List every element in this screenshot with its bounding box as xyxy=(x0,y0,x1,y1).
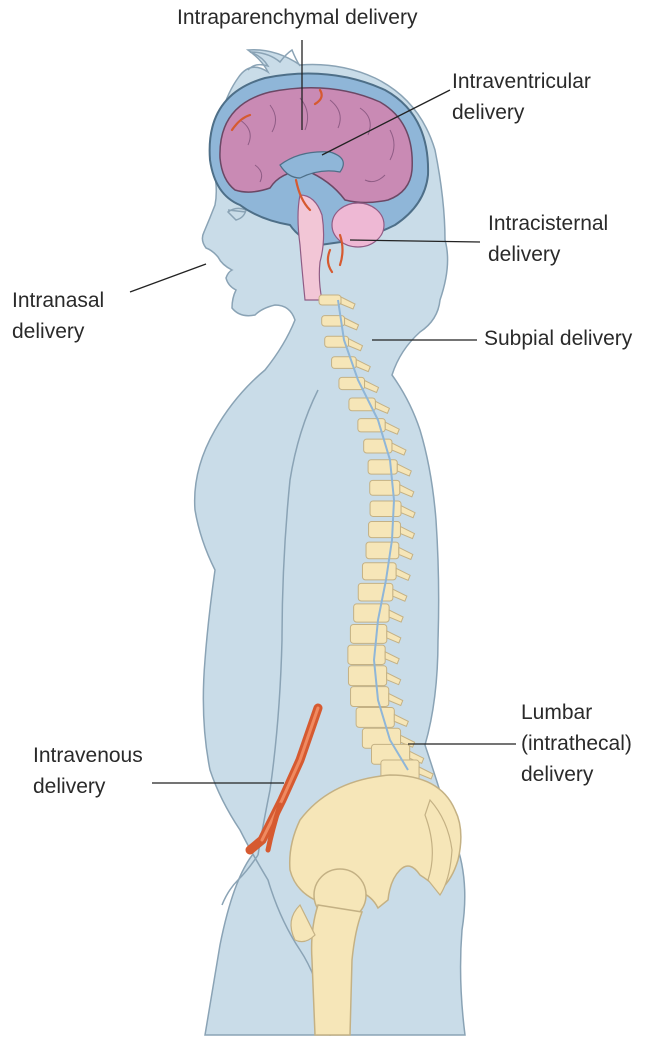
spinous-process xyxy=(386,630,402,644)
vertebra xyxy=(353,603,390,623)
hand-outline xyxy=(221,854,259,906)
label-intravenous: Intravenous delivery xyxy=(33,740,143,802)
label-lumbar-line2: (intrathecal) xyxy=(521,732,632,755)
arm-outline xyxy=(257,389,319,856)
head-anatomy xyxy=(208,72,430,301)
vertebra xyxy=(369,500,402,517)
vertebra xyxy=(357,582,394,602)
femur xyxy=(310,904,364,1036)
spinous-process xyxy=(395,567,411,581)
brain-cerebrum xyxy=(219,87,413,204)
label-intraventricular: Intraventricular delivery xyxy=(452,66,591,128)
vertebra xyxy=(368,521,401,539)
pelvis xyxy=(288,774,462,1036)
vertebra xyxy=(365,541,400,560)
spinous-process xyxy=(364,379,380,394)
spinous-process xyxy=(418,766,434,780)
leader-intraventricular xyxy=(321,89,451,156)
ventricle xyxy=(279,151,344,179)
vertebra xyxy=(369,479,401,496)
spinous-process xyxy=(386,671,402,686)
label-intracisternal-line1: Intracisternal xyxy=(488,212,609,235)
cerebellum xyxy=(331,202,385,248)
label-intracisternal: Intracisternal delivery xyxy=(488,208,608,270)
vertebra xyxy=(361,562,397,581)
label-intravenous-line1: Intravenous xyxy=(33,744,143,767)
label-intraventricular-line1: Intraventricular xyxy=(452,70,591,93)
label-lumbar: Lumbar (intrathecal) delivery xyxy=(521,697,632,790)
vein-highlight xyxy=(260,706,320,842)
spinous-process xyxy=(348,337,364,352)
label-lumbar-line1: Lumbar xyxy=(521,701,593,724)
spinous-process xyxy=(340,296,356,310)
leader-lines xyxy=(129,40,516,784)
label-intranasal-line2: delivery xyxy=(12,320,85,343)
vertebra xyxy=(367,459,398,475)
spinous-process xyxy=(388,692,404,707)
vertebra xyxy=(355,706,395,728)
label-subpial: Subpial delivery xyxy=(484,327,633,350)
label-intranasal: Intranasal delivery xyxy=(12,285,104,347)
label-intraparenchymal: Intraparenchymal delivery xyxy=(177,6,418,29)
brainstem xyxy=(297,194,325,301)
spinous-process xyxy=(344,317,360,331)
vein-branch xyxy=(265,802,283,853)
spinous-process xyxy=(399,484,415,498)
label-lumbar-line3: delivery xyxy=(521,763,594,786)
label-intraventricular-line2: delivery xyxy=(452,101,525,124)
spinous-process xyxy=(409,750,425,765)
spinous-process xyxy=(396,463,412,477)
eye xyxy=(227,209,247,213)
spinous-process xyxy=(388,609,404,623)
spinal-cord xyxy=(337,299,409,771)
brain-vessels xyxy=(230,88,344,274)
brain-folds xyxy=(239,97,395,183)
spinous-process xyxy=(384,650,400,665)
spinous-process xyxy=(392,588,408,602)
spinous-process xyxy=(400,504,416,519)
spinous-process xyxy=(391,442,407,456)
label-intranasal-line1: Intranasal xyxy=(12,289,105,312)
blood-vessel xyxy=(245,703,323,855)
leader-intranasal xyxy=(129,263,207,293)
vertebra xyxy=(347,665,388,687)
hair-tuft xyxy=(247,48,301,71)
greater-trochanter xyxy=(290,903,316,943)
vertebra xyxy=(350,686,390,707)
spinal-column xyxy=(318,294,434,781)
spinous-process xyxy=(384,421,400,435)
spinous-process xyxy=(399,525,416,540)
leader-intracisternal xyxy=(349,239,481,243)
spinous-process xyxy=(374,400,391,415)
vertebra xyxy=(347,644,386,665)
vertebra xyxy=(349,624,388,644)
label-intravenous-line2: delivery xyxy=(33,775,106,798)
spinous-process xyxy=(398,546,414,561)
label-intracisternal-line2: delivery xyxy=(488,243,561,266)
spinous-process xyxy=(355,358,371,373)
spinous-process xyxy=(393,713,409,728)
sacrum xyxy=(424,798,453,897)
